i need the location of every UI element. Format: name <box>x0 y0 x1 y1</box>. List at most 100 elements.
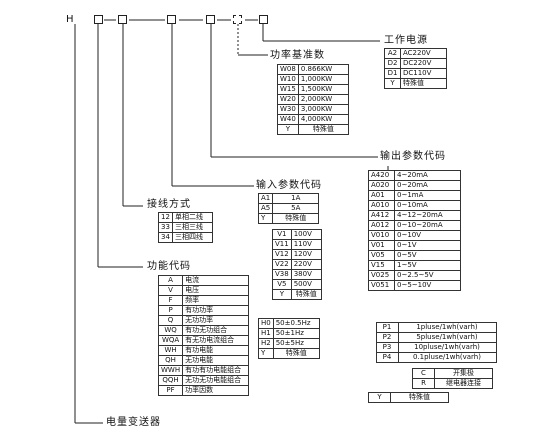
table-cell: 4~12~20mA <box>394 210 461 221</box>
table-cell: V025 <box>368 270 395 281</box>
table-cell: 电压 <box>182 285 250 296</box>
table-cell: 0~5~10V <box>394 280 461 291</box>
table-cell: A412 <box>368 210 395 221</box>
table-cell: 3,000KW <box>297 104 349 115</box>
table-cell: V11 <box>272 239 292 250</box>
table-cell: V <box>157 285 184 296</box>
table-cell: 500V <box>290 279 322 290</box>
model-slot-output <box>206 15 215 24</box>
model-slot-power-supply <box>259 15 268 24</box>
table-cell: DC220V <box>400 58 447 69</box>
table-cell: V051 <box>368 280 395 291</box>
table-cell: W40 <box>277 114 299 125</box>
table-cell: 电流 <box>182 275 250 286</box>
table-cell: 0~1V <box>394 240 461 251</box>
table-cell: 三相三线 <box>172 222 213 233</box>
model-prefix: H <box>66 14 75 25</box>
table-cell: 特殊值 <box>390 392 449 403</box>
table-cell: 1,500KW <box>297 84 349 95</box>
table-cell: 5pluse/1wh(varh) <box>397 332 497 343</box>
table-cell: 10pluse/1wh(varh) <box>397 342 497 353</box>
table-cell: 有无功电流组合 <box>182 335 250 346</box>
table-cell: A012 <box>368 220 395 231</box>
table-cell: A2 <box>384 48 401 59</box>
table-cell: F <box>157 295 184 306</box>
table-cell: AC220V <box>400 48 447 59</box>
table-cell: 无功功率 <box>182 315 250 326</box>
table-cell: W20 <box>277 94 299 105</box>
table-cell: H1 <box>258 328 274 339</box>
table-cell: 单相二线 <box>172 212 213 223</box>
table-cell: 4~20mA <box>394 170 461 181</box>
power-basis-title: 功率基准数 <box>270 50 325 61</box>
table-cell: WH <box>157 345 184 356</box>
table-cell: A01 <box>368 190 395 201</box>
model-slot-input <box>167 15 176 24</box>
table-cell: V22 <box>272 259 292 270</box>
table-cell: 开集极 <box>434 368 493 379</box>
table-cell: 三相四线 <box>172 232 213 243</box>
table-cell: 1A <box>272 193 320 204</box>
table-cell: P4 <box>375 352 399 363</box>
table-cell: 220V <box>290 259 322 270</box>
table-cell: 0.866KW <box>297 64 349 75</box>
table-cell: 2,000KW <box>297 94 349 105</box>
table-cell: V5 <box>272 279 292 290</box>
table-cell: V38 <box>272 269 292 280</box>
table-spacer <box>368 333 376 343</box>
table-cell: C <box>412 368 435 379</box>
table-cell: V15 <box>368 260 395 271</box>
table-cell: 380V <box>290 269 322 280</box>
table-cell: WQA <box>157 335 184 346</box>
function-code-title: 功能代码 <box>147 261 191 272</box>
table-cell: 1pluse/1wh(varh) <box>397 322 497 333</box>
table-cell: 120V <box>290 249 322 260</box>
table-cell: V1 <box>272 229 292 240</box>
table-cell: 110V <box>290 239 322 250</box>
table-cell: 频率 <box>182 295 250 306</box>
table-spacer <box>368 343 376 353</box>
model-slot-function <box>94 15 103 24</box>
table-cell: 无功无功电能组合 <box>182 375 250 386</box>
table-cell: PF <box>157 385 184 396</box>
table-cell: WWH <box>157 365 184 376</box>
table-cell: 特殊值 <box>272 213 320 224</box>
table-cell: A5 <box>257 203 274 214</box>
table-cell: 12 <box>158 212 173 223</box>
